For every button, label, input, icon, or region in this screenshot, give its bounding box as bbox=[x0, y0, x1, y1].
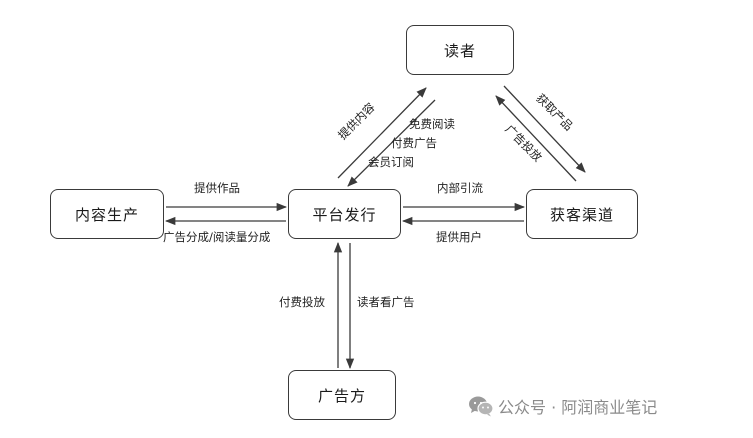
node-acquisition: 获客渠道 bbox=[526, 189, 638, 239]
label-reader-views-ads: 读者看广告 bbox=[357, 295, 415, 309]
label-free-reading: 免费阅读 bbox=[409, 117, 455, 131]
arrow-reader-to-platform bbox=[347, 99, 436, 187]
label-membership: 会员订阅 bbox=[368, 155, 414, 169]
label-paid-delivery: 付费投放 bbox=[279, 295, 325, 309]
node-advertiser: 广告方 bbox=[288, 370, 396, 420]
label-internal-traffic: 内部引流 bbox=[437, 181, 483, 195]
label-paid-ads: 付费广告 bbox=[391, 136, 437, 150]
watermark: 公众号 · 阿润商业笔记 bbox=[468, 394, 657, 418]
arrow-reader-to-acquisition bbox=[503, 85, 586, 173]
watermark-text: 公众号 · 阿润商业笔记 bbox=[498, 398, 658, 417]
node-platform: 平台发行 bbox=[288, 189, 401, 239]
node-reader: 读者 bbox=[406, 25, 514, 75]
arrow-platform-to-reader bbox=[337, 87, 427, 179]
arrow-acquisition-to-reader bbox=[495, 95, 577, 182]
node-content-producer: 内容生产 bbox=[50, 189, 164, 239]
label-provide-users: 提供用户 bbox=[436, 230, 482, 244]
label-revenue-share: 广告分成/阅读量分成 bbox=[163, 230, 271, 244]
label-provide-works: 提供作品 bbox=[194, 181, 240, 195]
wechat-icon bbox=[469, 396, 494, 417]
